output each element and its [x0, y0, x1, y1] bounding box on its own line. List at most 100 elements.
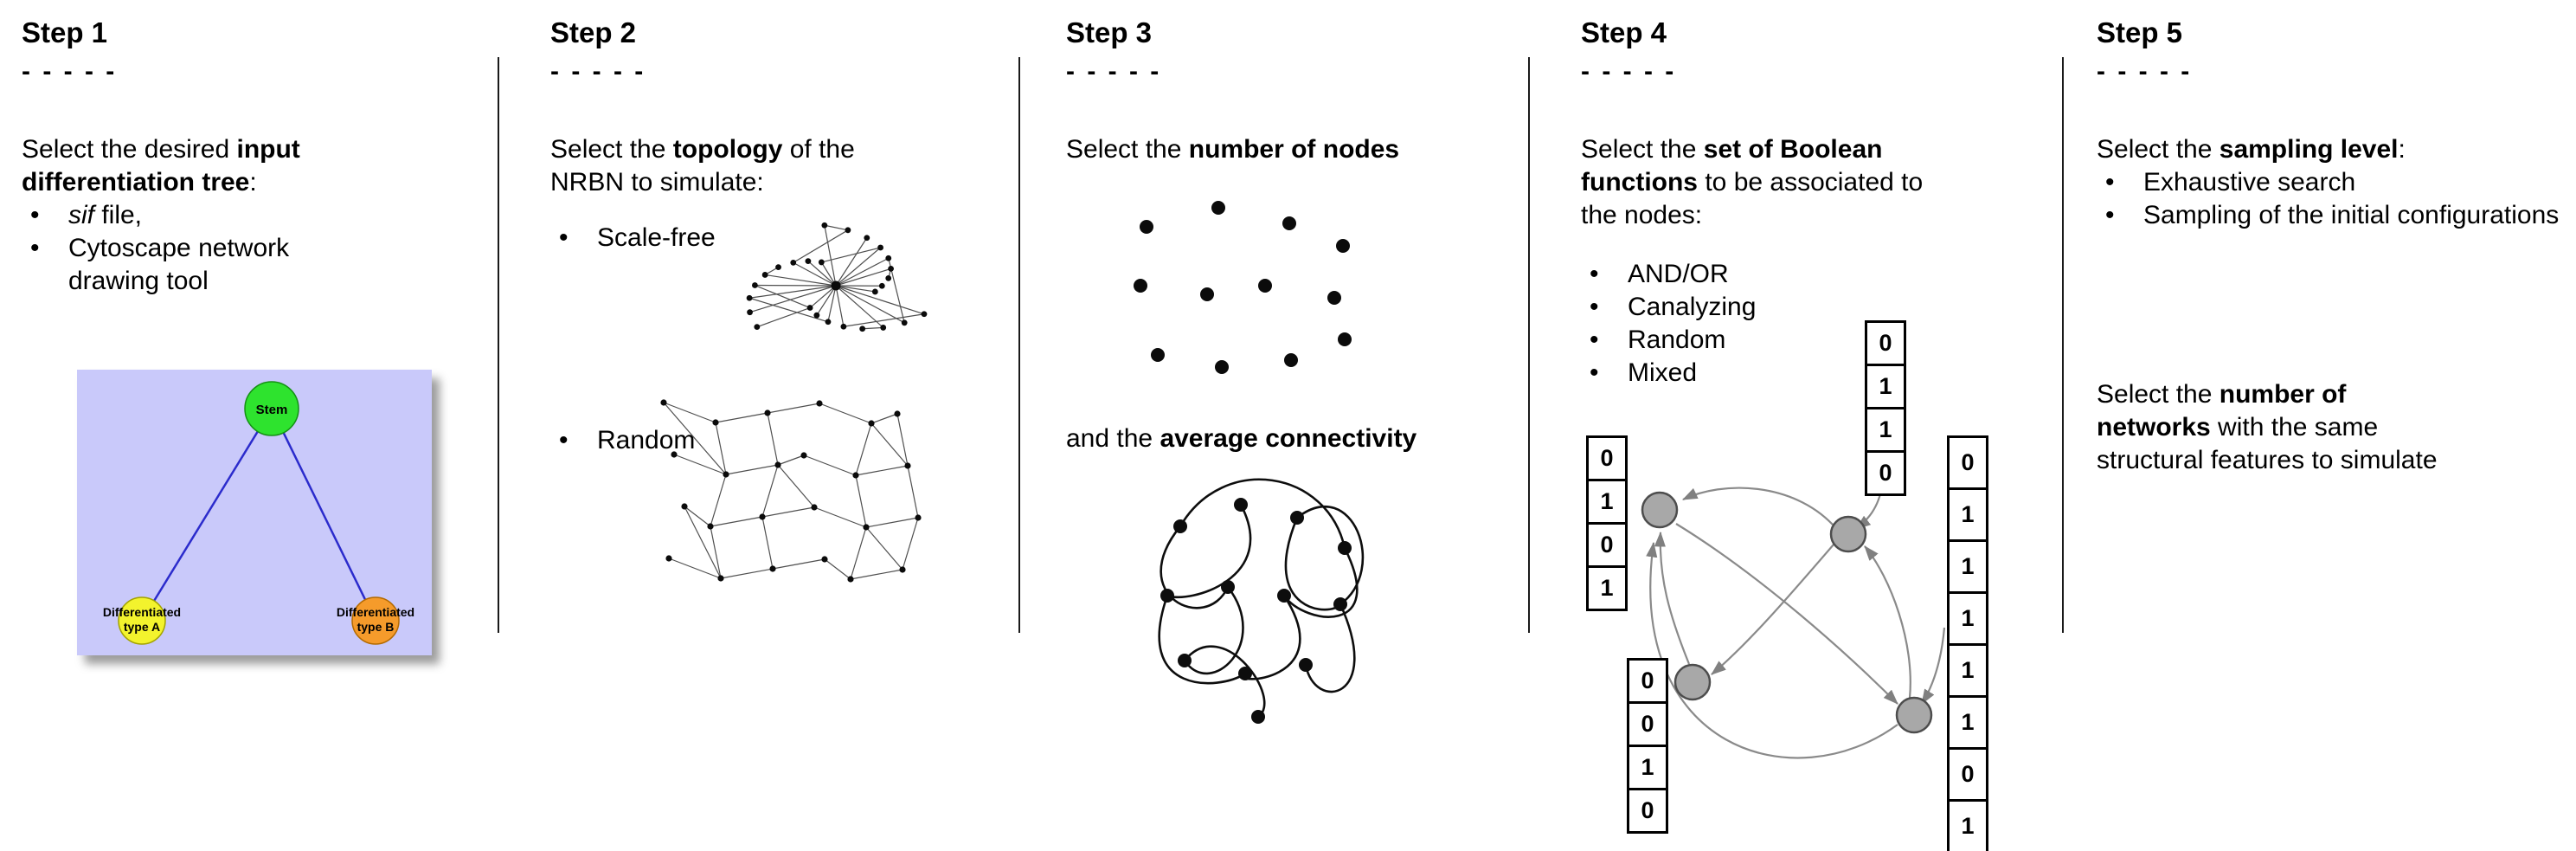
step-4-title: Step 4	[1581, 16, 1667, 48]
bold-text: networks	[2097, 413, 2211, 442]
step-5-para2-line-2: networks with the same	[2097, 411, 2568, 444]
step-3-title: Step 3	[1066, 16, 1153, 48]
step-5-column: Step 5 - - - - - Select the sampling lev…	[2097, 16, 2568, 474]
text-segment: :	[249, 167, 257, 197]
step-2-title: Step 2	[550, 16, 637, 48]
truth-table-cell: 0	[1627, 701, 1668, 747]
step-4-intro: Select the set of Boolean functions to b…	[1581, 133, 2065, 232]
step-1-intro-line-2: differentiation tree:	[22, 166, 493, 199]
differentiated-type-b-node	[351, 596, 400, 645]
truth-table-cell: 0	[1586, 522, 1628, 568]
truth-table-cell: 1	[1586, 565, 1628, 611]
truth-table-cell: 1	[1627, 745, 1668, 790]
truth-table-cell: 1	[1947, 695, 1988, 750]
step-1-dashes: - - - - -	[22, 56, 118, 86]
step-5-intro: Select the sampling level:	[2097, 133, 2568, 166]
option-random-functions: Random	[1581, 324, 2065, 357]
text-segment: Select the desired	[22, 134, 237, 164]
truth-table-cell: 0	[1865, 320, 1906, 366]
boolean-node-d	[1895, 696, 1933, 734]
italic-text: sif	[68, 200, 94, 229]
tangled-network-illustration	[1158, 478, 1365, 724]
option-scale-free-label: Scale-free	[597, 223, 716, 252]
type-b-label-line1: Differentiated	[337, 605, 414, 619]
nodes-dots-illustration	[1134, 201, 1352, 374]
option-sampling-initial: Sampling of the initial configurations	[2097, 199, 2568, 232]
step-5-dashes: - - - - -	[2097, 56, 2193, 86]
truth-table-cell: 0	[1586, 435, 1628, 481]
step-1-column: Step 1 - - - - - Select the desired inpu…	[22, 16, 493, 655]
step-3-dashes: - - - - -	[1066, 56, 1162, 86]
text-segment: Select the	[1066, 134, 1189, 164]
boolean-node-c	[1673, 663, 1712, 701]
step-4-intro-line-3: the nodes:	[1581, 200, 1703, 229]
scale-free-network-illustration	[746, 222, 928, 332]
type-b-label-line2: type B	[357, 620, 395, 634]
differentiation-tree-svg: Stem Differentiated type A Differentiate…	[77, 370, 432, 655]
step-5-para2-line-3: structural features to simulate	[2097, 446, 2438, 474]
type-a-label-line1: Differentiated	[103, 605, 181, 619]
text-segment: Select the	[1581, 134, 1704, 164]
step-2-intro-line-1: Select the topology of the	[550, 133, 1022, 166]
option-and-or-label: AND/OR	[1628, 259, 1729, 288]
step-2-intro-line-2: NRBN to simulate:	[550, 167, 764, 197]
option-random-functions-label: Random	[1628, 325, 1726, 354]
bold-text: number of nodes	[1188, 134, 1400, 164]
step-2-intro: Select the topology of the NRBN to simul…	[550, 133, 1022, 199]
option-canalyzing-label: Canalyzing	[1628, 292, 1757, 321]
step-4-options: AND/OR Canalyzing Random Mixed	[1581, 258, 2065, 390]
bold-text: functions	[1581, 167, 1698, 197]
text-segment: file,	[94, 200, 143, 229]
step-3-column: Step 3 - - - - - Select the number of no…	[1066, 16, 1551, 724]
truth-table-cell: 0	[1627, 788, 1668, 834]
step-1-title: Step 1	[22, 16, 108, 48]
text-segment: Select the	[2097, 380, 2219, 409]
step-5-options: Exhaustive search Sampling of the initia…	[2097, 166, 2568, 232]
text-segment: Cytoscape network	[68, 233, 290, 262]
truth-table-cell: 1	[1586, 479, 1628, 525]
truth-table-cell: 1	[1865, 364, 1906, 409]
step-4-dashes: - - - - -	[1581, 56, 1677, 86]
step-2-column: Step 2 - - - - - Select the topology of …	[550, 16, 1022, 583]
truth-table-cell: 0	[1627, 658, 1668, 704]
column-divider-3	[1528, 57, 1530, 633]
bold-text: topology	[672, 134, 783, 164]
truth-table-cell: 1	[1947, 799, 1988, 851]
option-and-or: AND/OR	[1581, 258, 2065, 291]
stem-node-label: Stem	[256, 403, 288, 417]
step-5-paragraph-2: Select the number of networks with the s…	[2097, 378, 2568, 477]
bold-text: sampling level	[2219, 134, 2399, 164]
truth-table-cell: 1	[1947, 487, 1988, 542]
bold-text: set of Boolean	[1703, 134, 1883, 164]
boolean-node-b	[1829, 515, 1867, 553]
option-mixed-label: Mixed	[1628, 358, 1698, 387]
option-mixed: Mixed	[1581, 357, 2065, 390]
option-exhaustive-search-label: Exhaustive search	[2143, 167, 2356, 197]
option-canalyzing: Canalyzing	[1581, 291, 2065, 324]
truth-table-cell: 1	[1865, 407, 1906, 453]
step-3-line-1: Select the number of nodes	[1066, 133, 1551, 166]
text-segment: Select the	[550, 134, 673, 164]
step-3-line-2: and the average connectivity	[1066, 422, 1416, 455]
truth-table-cell: 1	[1947, 643, 1988, 698]
text-segment: and the	[1066, 424, 1160, 453]
truth-table-cell: 0	[1947, 747, 1988, 802]
bold-text: number of	[2219, 380, 2347, 409]
truth-table-cell: 1	[1947, 539, 1988, 594]
option-scale-free: Scale-free	[550, 222, 716, 255]
differentiation-tree-illustration: Stem Differentiated type A Differentiate…	[77, 370, 432, 655]
option-sif-file: sif file,	[22, 199, 493, 232]
option-scale-free-row: Scale-free	[550, 222, 716, 255]
option-sampling-initial-label: Sampling of the initial configurations	[2143, 200, 2560, 229]
option-exhaustive-search: Exhaustive search	[2097, 166, 2568, 199]
boolean-network-illustration	[1641, 485, 1946, 759]
truth-table-cell: 0	[1947, 435, 1988, 490]
